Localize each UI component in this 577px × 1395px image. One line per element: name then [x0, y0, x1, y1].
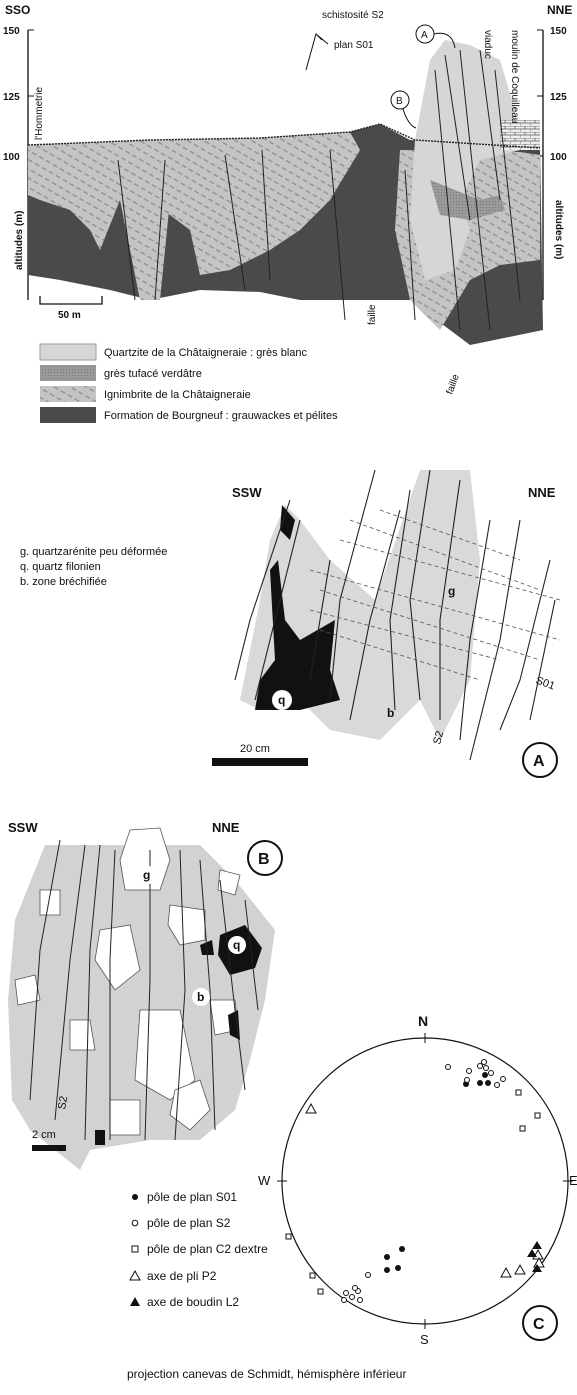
stereonet-caption: projection canevas de Schmidt, hémisphèr…: [127, 1367, 406, 1381]
stereonet-circle: [282, 1038, 568, 1324]
section-left-label: SSO: [5, 3, 30, 17]
legend-swatch-tufaceous: [40, 365, 96, 381]
place-hommetrie: l'Hommetrie: [34, 87, 45, 140]
legend-swatch-quartzite: [40, 344, 96, 360]
stereonet-marker: C: [533, 1316, 545, 1333]
panel-b-right-label: NNE: [212, 820, 240, 835]
panel-a-marker: A: [533, 753, 545, 770]
panel-a-key-b: b. zone bréchifiée: [20, 576, 107, 588]
stereonet-legend: pôle de plan S01 pôle de plan S2 pôle de…: [130, 1190, 268, 1309]
axis-label-right: altitudes (m): [553, 200, 564, 259]
panel-b-g: g: [143, 868, 150, 882]
place-moulin: moulin de Coquilleau: [509, 30, 520, 123]
panel-a-s2: S2: [431, 730, 446, 746]
section-right-label: NNE: [547, 3, 572, 17]
panel-b-left-label: SSW: [8, 820, 38, 835]
schist-label: schistosité S2: [322, 10, 384, 21]
cross-section: SSO NNE 150 125 100 altitudes (m) 150 12…: [3, 3, 572, 396]
axis-label-left: altitudes (m): [14, 211, 25, 270]
legend-swatch-bourgneuf: [40, 407, 96, 423]
orientation-symbol: [306, 34, 328, 70]
panel-b-marker: B: [258, 851, 270, 868]
panel-a-right-label: NNE: [528, 485, 556, 500]
legend-symbol-open-triangle: [130, 1271, 140, 1280]
stereonet-e: E: [569, 1173, 577, 1188]
panel-b: SSW NNE B: [8, 820, 282, 1170]
scale-bar-20cm: [212, 758, 308, 766]
panel-a-b: b: [387, 706, 394, 720]
marker-a: A: [421, 30, 428, 41]
panel-b-q: q: [233, 938, 240, 952]
scale-50m: 50 m: [58, 310, 81, 321]
panel-a-left-label: SSW: [232, 485, 262, 500]
stereonet-legend-p2: axe de pli P2: [147, 1269, 217, 1283]
legend-symbol-open-circle: [132, 1220, 138, 1226]
panel-a-g: g: [448, 584, 455, 598]
marker-b: B: [396, 96, 403, 107]
stereonet-legend-c2: pôle de plan C2 dextre: [147, 1242, 268, 1256]
faille-label-2: faille: [444, 373, 462, 397]
panel-a-q: q: [278, 693, 285, 707]
scale-bar-2cm: [32, 1145, 66, 1151]
section-legend: Quartzite de la Châtaigneraie : grès bla…: [40, 344, 338, 423]
faille-label-1: faille: [367, 304, 378, 325]
y-tick-right-150: 150: [550, 26, 567, 37]
panel-a-key-g: g. quartzarénite peu déformée: [20, 546, 167, 558]
marker-b-arrow: [403, 109, 416, 128]
stereonet-legend-s01: pôle de plan S01: [147, 1190, 237, 1204]
legend-symbol-open-square: [132, 1246, 138, 1252]
panel-a-key-q: q. quartz filonien: [20, 561, 101, 573]
y-tick-left-100: 100: [3, 152, 20, 163]
legend-quartzite: Quartzite de la Châtaigneraie : grès bla…: [104, 347, 308, 359]
legend-bourgneuf: Formation de Bourgneuf : grauwackes et p…: [104, 410, 338, 422]
place-viaduc: viaduc: [482, 30, 493, 59]
panel-a-scale: 20 cm: [240, 743, 270, 755]
legend-ignimbrite: Ignimbrite de la Châtaigneraie: [104, 389, 251, 401]
stereonet-legend-l2: axe de boudin L2: [147, 1295, 239, 1309]
panel-b-b: b: [197, 990, 204, 1004]
legend-swatch-ignimbrite: [40, 386, 96, 402]
legend-symbol-filled-circle: [132, 1194, 138, 1200]
stereonet-w: W: [258, 1173, 271, 1188]
panel-b-s2: S2: [56, 1095, 70, 1110]
plan-label: plan S01: [334, 40, 374, 51]
y-tick-right-100: 100: [550, 152, 567, 163]
stereonet-s: S: [420, 1332, 429, 1347]
scale-bar-50m: [40, 296, 102, 304]
panel-b-scale: 2 cm: [32, 1129, 56, 1141]
stereonet: N S W E: [258, 1013, 577, 1347]
y-tick-left-150: 150: [3, 26, 20, 37]
legend-tufaceous: grès tufacé verdâtre: [104, 368, 202, 380]
y-tick-right-125: 125: [550, 92, 567, 103]
panel-a-s01: S01: [534, 675, 557, 693]
stereonet-n: N: [418, 1013, 428, 1029]
panel-a: SSW NNE g. quartzarénite peu déformée q.…: [20, 470, 560, 777]
stereonet-legend-s2: pôle de plan S2: [147, 1216, 231, 1230]
y-tick-left-125: 125: [3, 92, 20, 103]
legend-symbol-filled-triangle: [130, 1297, 140, 1306]
